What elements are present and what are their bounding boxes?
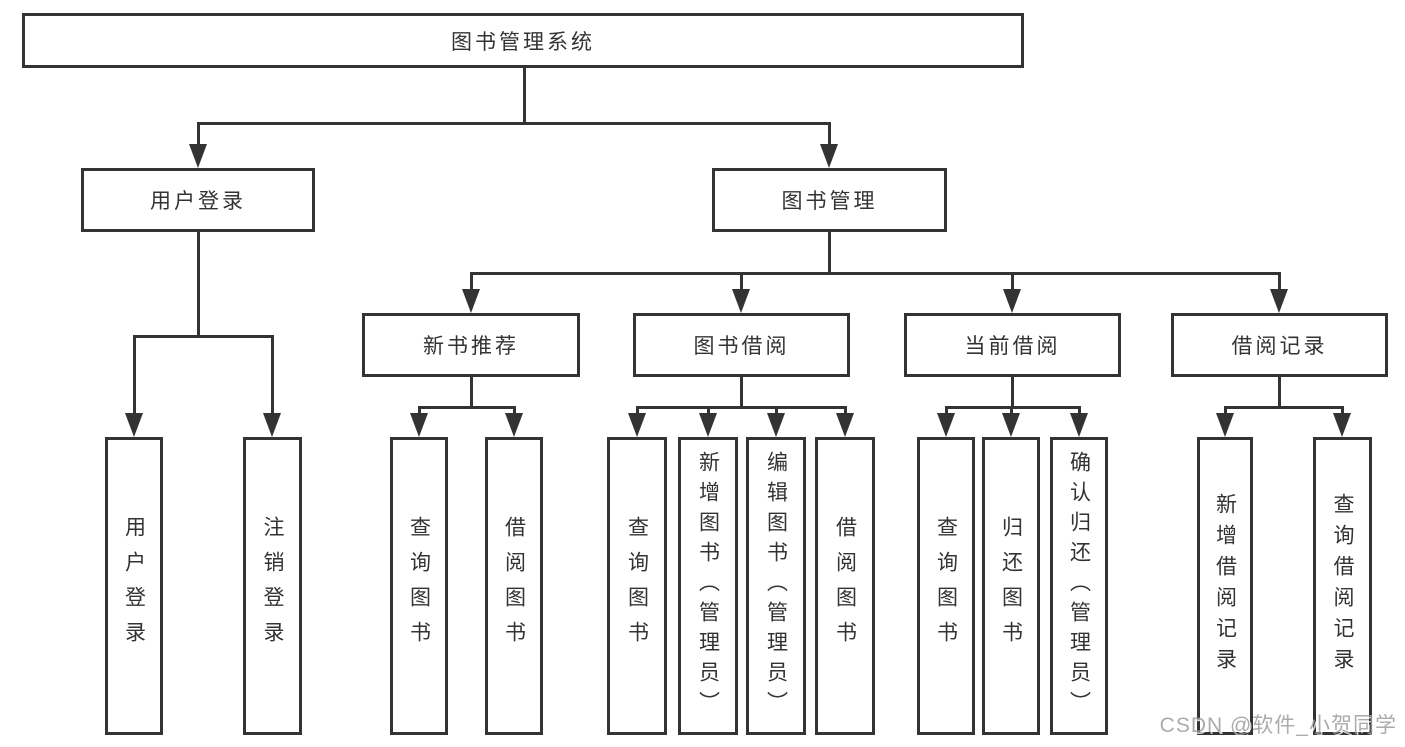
connector-line <box>1224 406 1344 409</box>
connector-line <box>513 406 516 415</box>
connector-line <box>1010 406 1013 415</box>
connector-line <box>197 122 831 125</box>
leaf-logout: 注销登录 <box>243 437 302 735</box>
arrow-down-icon <box>628 413 646 437</box>
connector-line <box>1278 272 1281 291</box>
arrow-down-icon <box>263 413 281 437</box>
connector-line <box>740 377 743 409</box>
leaf-label: 注销登录 <box>261 516 284 656</box>
arrow-down-icon <box>1002 413 1020 437</box>
arrow-down-icon <box>410 413 428 437</box>
leaf-user-login: 用户登录 <box>105 437 163 735</box>
leaf-borrow-books-recommend: 借阅图书 <box>485 437 543 735</box>
connector-line <box>1011 272 1014 291</box>
leaf-label: 借阅图书 <box>833 516 857 656</box>
connector-line <box>133 335 274 338</box>
connector-line <box>775 406 778 415</box>
leaf-add-borrow-record: 新增借阅记录 <box>1197 437 1253 735</box>
leaf-label: 查询图书 <box>934 516 958 656</box>
arrow-down-icon <box>1270 289 1288 313</box>
connector-line <box>844 406 847 415</box>
leaf-label: 确认归还（管理员） <box>1067 451 1091 721</box>
leaf-borrow-books-borrowing: 借阅图书 <box>815 437 875 735</box>
arrow-down-icon <box>505 413 523 437</box>
node-current-borrowing: 当前借阅 <box>904 313 1121 377</box>
leaf-label: 借阅图书 <box>502 516 526 656</box>
arrow-down-icon <box>125 413 143 437</box>
leaf-label: 查询借阅记录 <box>1331 493 1354 679</box>
connector-line <box>828 122 831 146</box>
connector-line <box>740 272 743 291</box>
connector-line <box>523 68 526 125</box>
node-borrowing-records: 借阅记录 <box>1171 313 1388 377</box>
leaf-query-borrow-record: 查询借阅记录 <box>1313 437 1372 735</box>
connector-line <box>945 406 948 415</box>
leaf-query-books-current: 查询图书 <box>917 437 975 735</box>
leaf-query-books-recommend: 查询图书 <box>390 437 448 735</box>
connector-line <box>470 272 1281 275</box>
node-new-book-recommendation: 新书推荐 <box>362 313 580 377</box>
connector-line <box>1341 406 1344 415</box>
connector-line <box>197 232 200 338</box>
connector-line <box>945 406 1081 409</box>
leaf-label: 编辑图书（管理员） <box>764 451 788 721</box>
arrow-down-icon <box>732 289 750 313</box>
connector-line <box>636 406 639 415</box>
connector-line <box>470 272 473 291</box>
arrow-down-icon <box>767 413 785 437</box>
arrow-down-icon <box>462 289 480 313</box>
node-user-login: 用户登录 <box>81 168 315 232</box>
connector-line <box>1278 377 1281 409</box>
leaf-label: 查询图书 <box>407 516 431 656</box>
connector-line <box>1224 406 1227 415</box>
arrow-down-icon <box>1216 413 1234 437</box>
arrow-down-icon <box>820 144 838 168</box>
leaf-add-book-admin: 新增图书（管理员） <box>678 437 738 735</box>
leaf-query-books-borrowing: 查询图书 <box>607 437 667 735</box>
node-book-management: 图书管理 <box>712 168 947 232</box>
node-book-borrowing: 图书借阅 <box>633 313 850 377</box>
arrow-down-icon <box>836 413 854 437</box>
connector-line <box>828 232 831 275</box>
connector-line <box>636 406 847 409</box>
leaf-label: 查询图书 <box>625 516 649 656</box>
leaf-label: 新增借阅记录 <box>1213 493 1237 679</box>
arrow-down-icon <box>1333 413 1351 437</box>
connector-line <box>418 406 516 409</box>
leaf-edit-book-admin: 编辑图书（管理员） <box>746 437 806 735</box>
connector-line <box>271 335 274 415</box>
arrow-down-icon <box>937 413 955 437</box>
arrow-down-icon <box>189 144 207 168</box>
connector-line <box>1078 406 1081 415</box>
connector-line <box>197 122 200 146</box>
arrow-down-icon <box>699 413 717 437</box>
connector-line <box>1011 377 1014 409</box>
leaf-label: 新增图书（管理员） <box>696 451 720 721</box>
connector-line <box>418 406 421 415</box>
leaf-return-books: 归还图书 <box>982 437 1040 735</box>
leaf-label: 用户登录 <box>122 516 146 656</box>
watermark: CSDN @软件_小贺同学 <box>1159 714 1397 737</box>
node-library-system: 图书管理系统 <box>22 13 1024 68</box>
leaf-confirm-return-admin: 确认归还（管理员） <box>1050 437 1108 735</box>
connector-line <box>470 377 473 409</box>
arrow-down-icon <box>1070 413 1088 437</box>
arrow-down-icon <box>1003 289 1021 313</box>
connector-line <box>707 406 710 415</box>
connector-line <box>133 335 136 415</box>
leaf-label: 归还图书 <box>999 516 1023 656</box>
